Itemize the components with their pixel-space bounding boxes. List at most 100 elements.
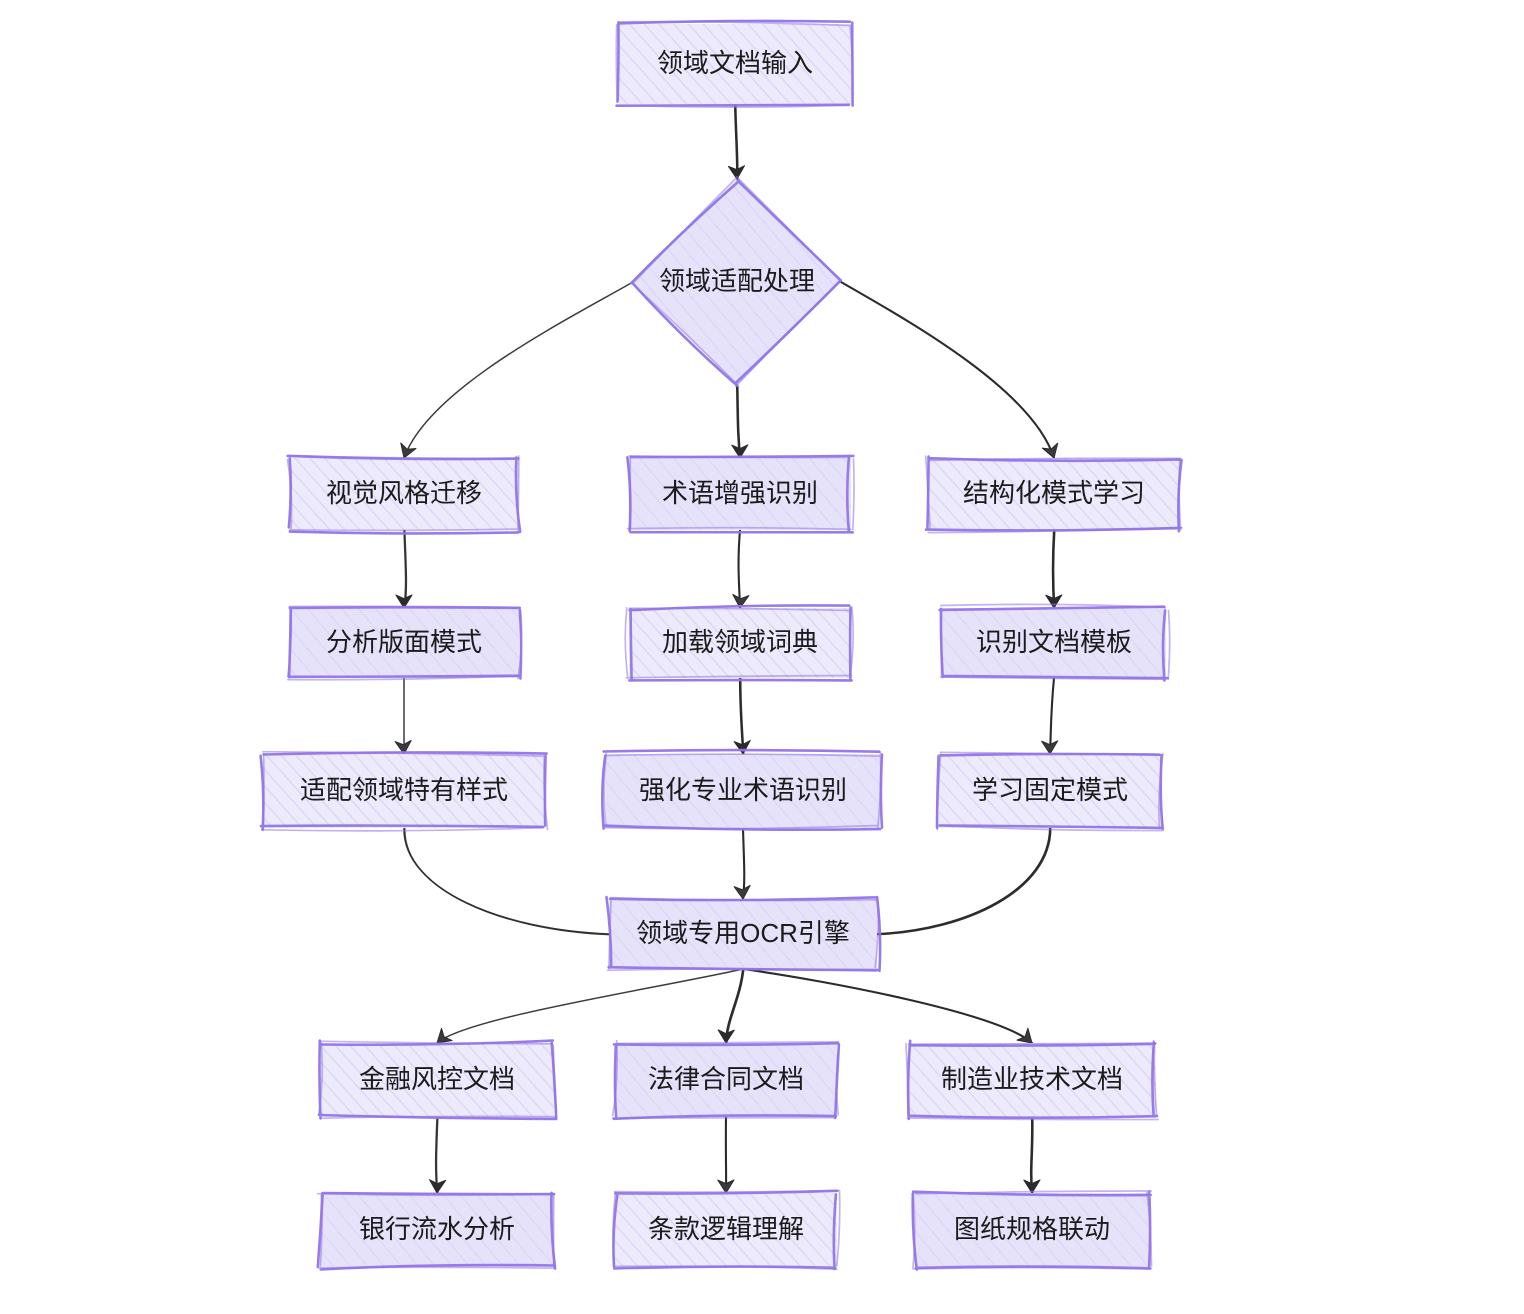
node-n8[interactable]: 识别文档模板 [938,603,1171,682]
node-hatch [915,1193,1149,1267]
node-n7[interactable]: 加载领域词典 [624,604,854,682]
edge-n2-to-n3 [403,281,634,459]
node-label: 法律合同文档 [648,1064,804,1094]
node-border [612,1189,841,1271]
node-label: 金融风控文档 [359,1064,515,1094]
node-label: 制造业技术文档 [941,1064,1123,1094]
node-border [316,1191,557,1271]
node-border [615,20,854,109]
node-hatch [629,458,851,530]
node-border [624,606,854,680]
node-n15[interactable]: 制造业技术文档 [905,1039,1160,1121]
node-border [317,1040,557,1120]
node-border [261,750,549,832]
node-label: 领域文档输入 [657,48,813,78]
edge-n12-to-n15 [741,967,1034,1045]
arrow-head-icon [1045,594,1063,609]
node-n13[interactable]: 金融风控文档 [317,1039,558,1121]
node-border [606,895,879,972]
node-border [316,1192,556,1269]
node-label: 术语增强识别 [662,478,818,508]
node-border [939,603,1171,681]
node-border [286,605,523,681]
node-n17[interactable]: 条款逻辑理解 [612,1189,841,1271]
node-label: 银行流水分析 [359,1214,515,1244]
node-n4[interactable]: 术语增强识别 [626,454,855,534]
node-label: 图纸规格联动 [954,1214,1110,1244]
node-n16[interactable]: 银行流水分析 [316,1191,557,1271]
node-n1[interactable]: 领域文档输入 [615,19,854,109]
node-label: 强化专业术语识别 [639,775,847,805]
node-hatch [942,608,1166,678]
node-label: 加载领域词典 [662,627,818,657]
node-n18[interactable]: 图纸规格联动 [911,1190,1153,1271]
arrow-head-icon [727,165,746,180]
node-hatch [609,899,877,969]
node-n6[interactable]: 分析版面模式 [286,605,523,681]
arrow-head-icon [717,1179,735,1194]
node-label: 学习固定模式 [972,775,1128,805]
node-border [628,604,853,682]
node-n3[interactable]: 视觉风格迁移 [286,454,522,535]
arrow-head-icon [1041,442,1059,459]
node-n5[interactable]: 结构化模式学习 [924,455,1183,534]
node-hatch [928,458,1180,530]
edge-n12-to-n13 [436,968,744,1044]
node-label: 条款逻辑理解 [648,1214,804,1244]
node-label: 适配领域特有样式 [300,775,508,805]
arrow-head-icon [1041,740,1059,755]
edge-n4-to-n7 [737,528,742,610]
node-hatch [908,1043,1156,1117]
arrow-head-icon [731,444,749,459]
node-border [611,1039,840,1119]
node-label: 领域适配处理 [659,266,815,296]
edge-sketch-overlay [404,827,611,936]
node-hatch [939,754,1161,828]
arrow-head-icon [400,442,417,459]
node-label: 领域专用OCR引擎 [636,918,850,948]
node-n10[interactable]: 强化专业术语识别 [601,748,884,832]
node-hatch [263,754,545,828]
arrow-head-icon [1016,1027,1033,1044]
arrow-head-icon [436,1027,453,1044]
node-border [286,454,520,534]
node-border [612,1189,839,1271]
node-border [906,1039,1159,1121]
node-n2[interactable]: 领域适配处理 [630,176,843,388]
node-hatch [606,754,880,828]
node-label: 识别文档模板 [976,627,1132,657]
node-hatch [289,458,519,530]
node-border [938,605,1169,682]
node-label: 分析版面模式 [326,627,482,657]
arrow-head-icon [733,740,751,755]
arrow-head-icon [732,593,750,609]
node-hatch [615,1043,837,1117]
node-hatch [289,608,519,678]
arrow-head-icon [429,1179,447,1194]
node-n9[interactable]: 适配领域特有样式 [259,750,549,832]
node-label: 视觉风格迁移 [326,478,482,508]
edge-n2-to-n5 [839,280,1056,460]
node-n12[interactable]: 领域专用OCR引擎 [605,895,882,973]
arrow-head-icon [1023,1179,1041,1194]
node-hatch [320,1193,554,1267]
node-border [936,751,1165,832]
node-n14[interactable]: 法律合同文档 [611,1039,841,1121]
edge-sketch-overlay [1052,529,1056,610]
node-border [912,1190,1153,1270]
node-border [924,455,1183,534]
arrow-head-icon [733,884,751,900]
node-n11[interactable]: 学习固定模式 [935,751,1165,832]
node-hatch [629,608,851,678]
arrow-head-icon [394,739,412,755]
edge-sketch-overlay [877,827,1052,936]
edge-sketch-overlay [435,1116,439,1195]
node-border [626,455,855,531]
arrow-head-icon [395,594,413,609]
node-hatch [619,24,851,104]
node-hatch [615,1193,837,1267]
node-hatch [320,1043,554,1117]
